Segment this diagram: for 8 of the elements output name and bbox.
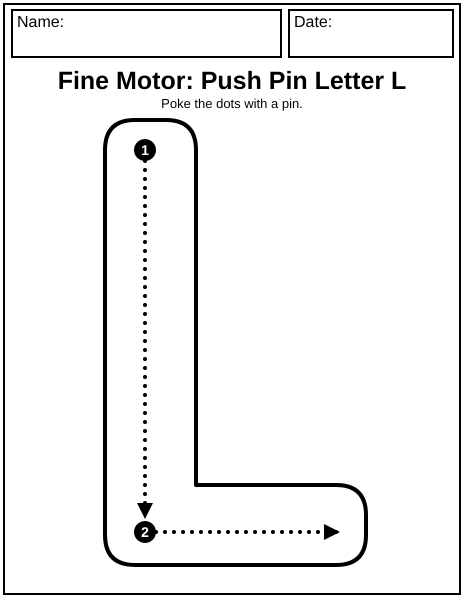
- dotted-arrow: [154, 524, 342, 540]
- date-field: [288, 9, 454, 58]
- title: Fine Motor: Push Pin Letter L: [58, 67, 406, 95]
- field-label: Date:: [294, 14, 332, 31]
- field-label: Name:: [17, 14, 64, 31]
- name-field: [11, 9, 282, 58]
- instruction-text: Poke the dots with a pin.: [161, 96, 303, 112]
- dotted-arrow: [137, 159, 153, 521]
